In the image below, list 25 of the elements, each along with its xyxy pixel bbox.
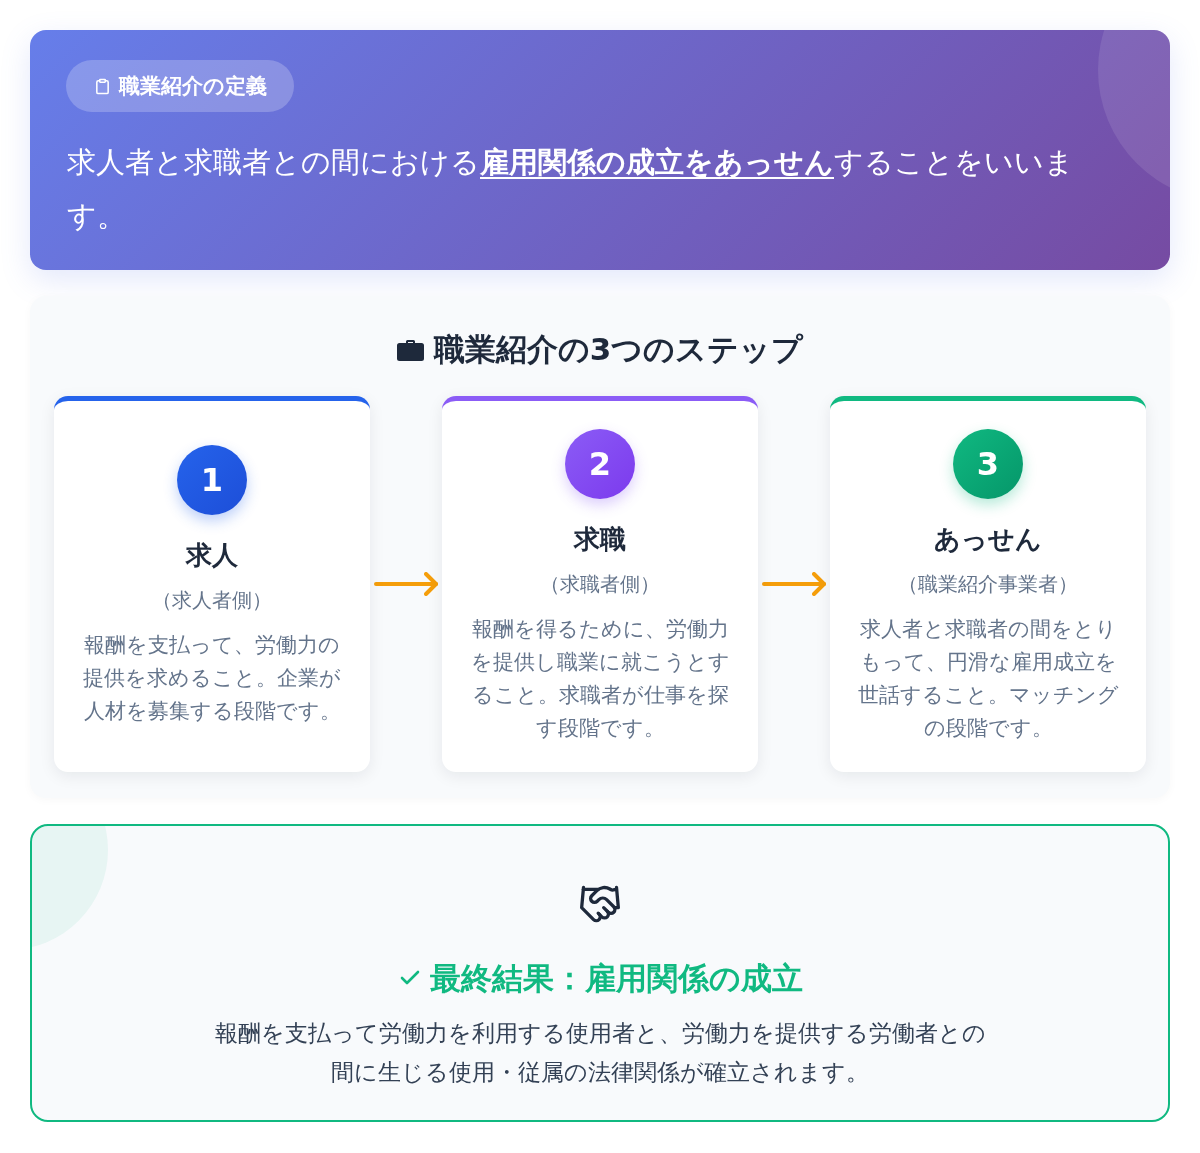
- step-title: あっせん: [934, 522, 1042, 556]
- result-heading: 最終結果：雇用関係の成立: [429, 959, 803, 998]
- result-box: [30, 824, 1170, 1122]
- category-tag: [66, 60, 294, 112]
- step-number-circle: 1: [177, 445, 247, 515]
- step-role: （求職者側）: [540, 570, 660, 598]
- step-role: （求人者側）: [152, 587, 272, 614]
- step-description: 報酬を得るために、労働力を提供し職業に就こうとすること。求職者が仕事を探す段階です。: [469, 615, 731, 742]
- definition-card: [30, 30, 1170, 270]
- step-title: 求人: [186, 539, 238, 572]
- step-card: [442, 396, 758, 772]
- section-heading: 職業紹介の3つのステップ: [433, 330, 804, 369]
- tag-label: 職業紹介の定義: [118, 73, 267, 100]
- result-description: 報酬を支払って労働力を利用する使用者と、労働力を提供する労働者との間に生じる使用・従属の法律関係が確立されます。: [213, 1019, 987, 1087]
- step-title: 求職: [574, 522, 626, 556]
- arrow: [762, 572, 826, 596]
- step-card: [830, 396, 1146, 772]
- step-description: 報酬を支払って、労働力の提供を求めること。企業が人材を募集する段階です。: [82, 632, 342, 725]
- definition-text: 求人者と求職者との間における雇用関係の成立をあっせんすることをいいます。: [67, 144, 1075, 235]
- step-number-circle: 2: [565, 428, 635, 499]
- step-number-circle: 3: [953, 428, 1023, 499]
- step-role: （職業紹介事業者）: [898, 570, 1078, 598]
- step-card: [54, 396, 370, 772]
- step-description: 求人者と求職者の間をとりもって、円滑な雇用成立を世話すること。マッチングの段階です。: [856, 615, 1120, 742]
- arrow: [374, 572, 438, 596]
